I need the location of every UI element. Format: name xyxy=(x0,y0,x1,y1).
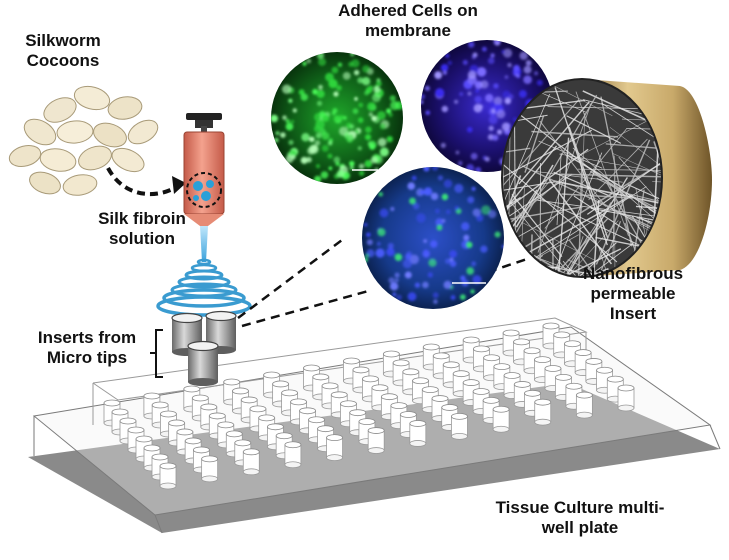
nanofibrous-insert-cylinder xyxy=(501,78,712,278)
well-insert xyxy=(492,405,510,433)
label-nanofibrous-insert: Nanofibrous permeable Insert xyxy=(582,264,684,323)
well-insert xyxy=(242,448,260,476)
well-inserts-grid xyxy=(103,322,635,490)
connector-line xyxy=(241,288,373,328)
well-insert xyxy=(201,455,219,483)
well-insert xyxy=(367,427,385,454)
label-tissue-culture-plate: Tissue Culture multi- well plate xyxy=(495,498,665,537)
insert-cup xyxy=(205,310,237,354)
green-fluorescence-micrograph xyxy=(271,52,403,184)
silkworm-cocoons-image xyxy=(8,85,159,196)
merged-micrograph xyxy=(362,167,504,309)
multiwell-plate xyxy=(28,317,721,534)
well-insert xyxy=(326,434,343,462)
arrow-head xyxy=(172,176,186,194)
label-silkworm-cocoons: Silkworm Cocoons xyxy=(25,31,101,70)
insert-cup xyxy=(187,340,219,386)
taylor-cone xyxy=(200,226,208,262)
well-insert xyxy=(513,381,531,408)
cocoon-to-syringe-arrow xyxy=(106,167,180,197)
micro-tip-inserts xyxy=(171,310,237,386)
inserts-bracket xyxy=(155,329,163,378)
well-insert xyxy=(574,349,592,376)
connector-line xyxy=(237,239,343,319)
fiber-whip-spiral xyxy=(156,258,252,317)
well-insert xyxy=(617,384,635,412)
well-insert xyxy=(159,462,177,490)
label-adhered-cells: Adhered Cells on membrane xyxy=(338,1,478,40)
well-insert xyxy=(575,391,593,419)
well-insert xyxy=(312,373,330,401)
label-silk-fibroin-solution: Silk fibroin solution xyxy=(98,209,186,248)
label-inserts-micro-tips: Inserts from Micro tips xyxy=(37,328,137,367)
electrospinning-syringe xyxy=(156,113,252,317)
well-insert xyxy=(225,430,243,458)
well-insert xyxy=(451,412,468,440)
droplet-zoom-circle xyxy=(186,172,222,208)
well-insert xyxy=(534,398,552,426)
well-insert xyxy=(284,441,302,469)
well-insert xyxy=(409,420,427,447)
